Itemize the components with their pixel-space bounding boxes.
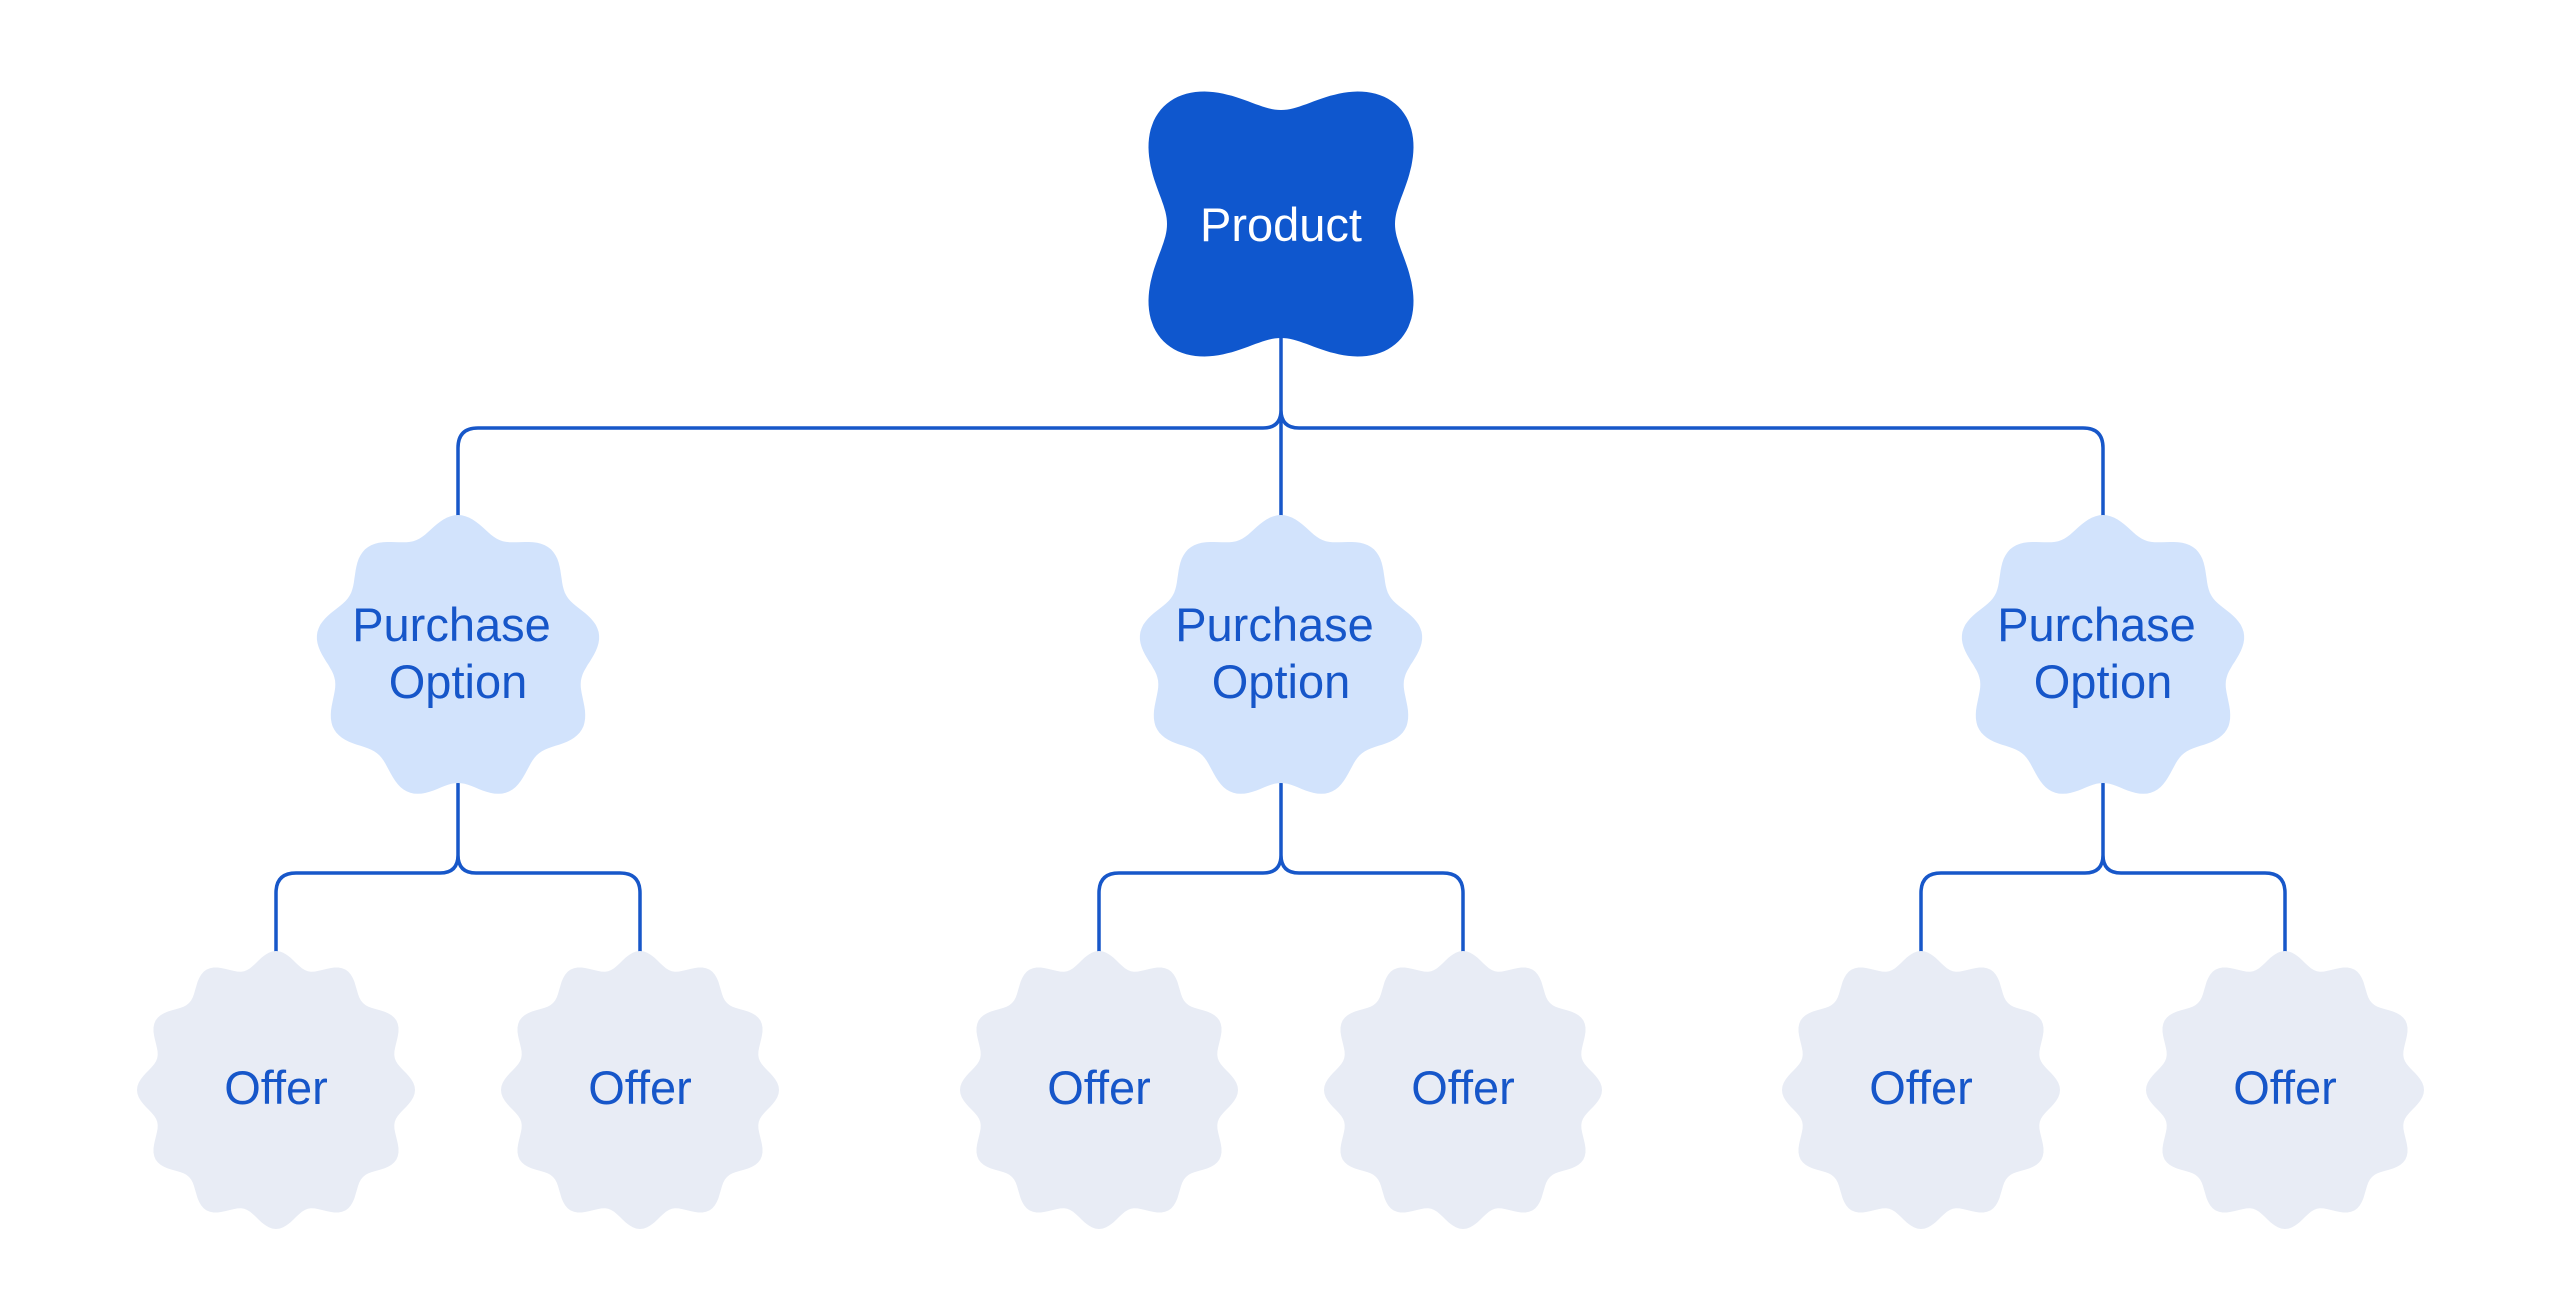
offer-label: Offer xyxy=(2233,1061,2337,1114)
connector-product-to-purchase-options xyxy=(456,334,2105,519)
connector-purchase-option-2-to-offers xyxy=(1097,780,1465,957)
purchase-option-label-line: Option xyxy=(2034,655,2172,708)
purchase-option-node-2: Purchase Option xyxy=(1139,515,1423,794)
offer-node-shape xyxy=(501,951,779,1229)
offer-label: Offer xyxy=(1047,1061,1151,1114)
connector-purchase-option-3-to-offers xyxy=(1919,780,2287,957)
offer-label: Offer xyxy=(1411,1061,1515,1114)
offer-node-shape xyxy=(1324,951,1602,1229)
offer-label: Offer xyxy=(224,1061,328,1114)
offer-node-1: Offer xyxy=(137,951,415,1229)
product-label: Product xyxy=(1200,198,1362,251)
offer-node-4: Offer xyxy=(1324,951,1602,1229)
purchase-option-node-3: Purchase Option xyxy=(1961,515,2245,794)
offer-node-shape xyxy=(1782,951,2060,1229)
offer-node-2: Offer xyxy=(501,951,779,1229)
product-node: Product xyxy=(1148,91,1414,357)
purchase-option-node-shape xyxy=(1139,515,1423,794)
purchase-option-label-line: Purchase xyxy=(1997,598,2196,651)
product-node-shape xyxy=(1148,91,1414,357)
purchase-option-label-line: Purchase xyxy=(1175,598,1374,651)
purchase-option-label: Purchase Option xyxy=(352,598,564,708)
offer-node-shape xyxy=(960,951,1238,1229)
purchase-option-label-line: Purchase xyxy=(352,598,551,651)
purchase-option-node-shape xyxy=(316,515,600,794)
offer-node-6: Offer xyxy=(2146,951,2424,1229)
purchase-option-label: Purchase Option xyxy=(1997,598,2209,708)
offer-label: Offer xyxy=(1869,1061,1973,1114)
purchase-option-label-line: Option xyxy=(1212,655,1350,708)
purchase-option-label-line: Option xyxy=(389,655,527,708)
offer-node-3: Offer xyxy=(960,951,1238,1229)
purchase-option-node-shape xyxy=(1961,515,2245,794)
connectors xyxy=(274,334,2287,957)
offer-label: Offer xyxy=(588,1061,692,1114)
purchase-option-label: Purchase Option xyxy=(1175,598,1387,708)
offer-node-shape xyxy=(2146,951,2424,1229)
connector-purchase-option-1-to-offers xyxy=(274,780,642,957)
offer-node-5: Offer xyxy=(1782,951,2060,1229)
purchase-option-node-1: Purchase Option xyxy=(316,515,600,794)
offer-node-shape xyxy=(137,951,415,1229)
